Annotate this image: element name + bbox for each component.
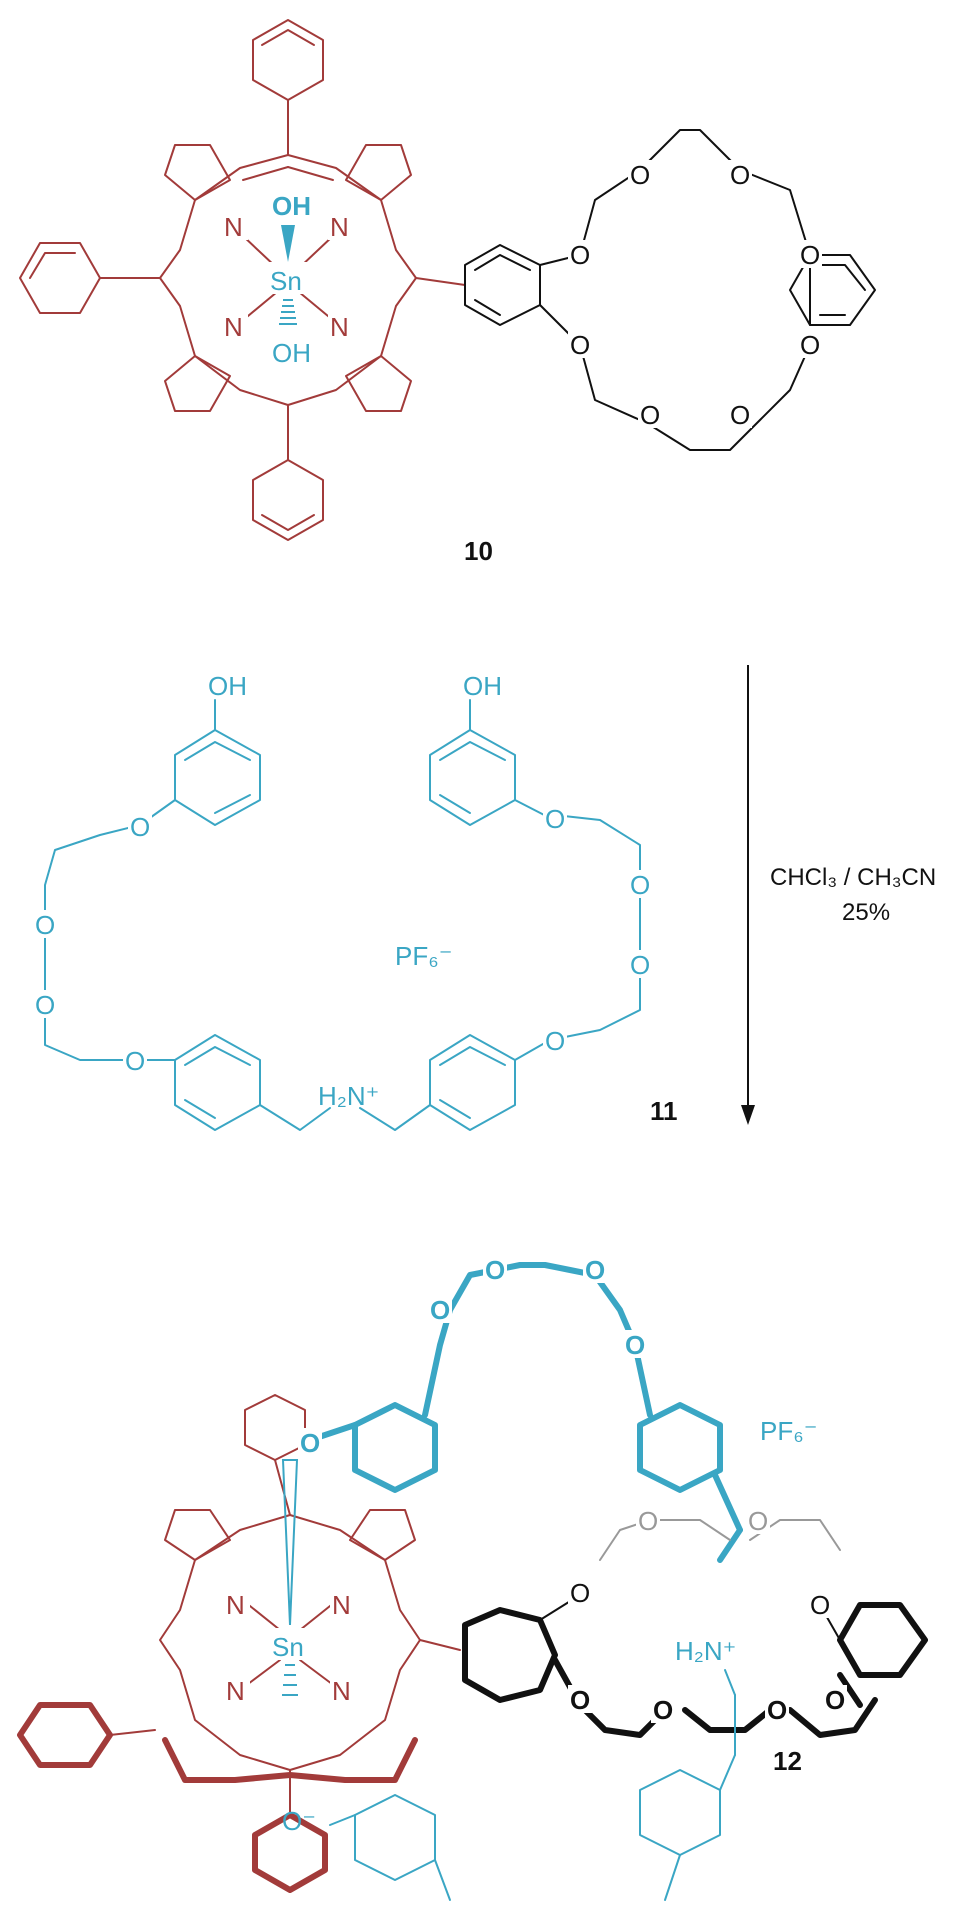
o-atom: O bbox=[653, 1695, 673, 1725]
o-atom: O bbox=[630, 870, 650, 900]
o-atom: O bbox=[35, 910, 55, 940]
o-atom: O bbox=[570, 1578, 590, 1608]
o-atom: O bbox=[810, 1590, 830, 1620]
n-atom: N bbox=[226, 1676, 245, 1706]
n-atom: N bbox=[224, 312, 243, 342]
oh-axial-bottom: OH bbox=[272, 338, 311, 368]
o-atom: O bbox=[640, 400, 660, 430]
sn-atom: Sn bbox=[272, 1632, 304, 1662]
o-atom: O bbox=[748, 1506, 768, 1536]
n-atom: N bbox=[226, 1590, 245, 1620]
n-atom: N bbox=[330, 312, 349, 342]
o-atom: O bbox=[35, 990, 55, 1020]
compound-11 bbox=[44, 699, 641, 1131]
o-atom: O bbox=[585, 1255, 605, 1285]
o-atom: O bbox=[485, 1255, 505, 1285]
oh-group: OH bbox=[208, 671, 247, 701]
o-atom: O bbox=[630, 950, 650, 980]
o-atom: O bbox=[545, 804, 565, 834]
reaction-conditions-solvent: CHCl₃ / CH₃CN bbox=[770, 864, 936, 891]
o-atom: O bbox=[570, 240, 590, 270]
n-atom: N bbox=[332, 1590, 351, 1620]
ammonium-h2n-plus: H₂N⁺ bbox=[675, 1636, 736, 1666]
phenoxide-o-minus: O⁻ bbox=[282, 1806, 316, 1836]
o-atom: O bbox=[625, 1330, 645, 1360]
o-atom: O bbox=[130, 812, 150, 842]
oh-axial-top: OH bbox=[272, 191, 311, 221]
o-atom: O bbox=[825, 1685, 845, 1715]
o-atom: O bbox=[767, 1695, 787, 1725]
o-atom: O bbox=[570, 330, 590, 360]
compound-number-11: 11 bbox=[650, 1096, 678, 1126]
o-atom: O bbox=[545, 1026, 565, 1056]
porphyrin-core-10 bbox=[19, 19, 466, 541]
pf6-anion: PF₆⁻ bbox=[760, 1416, 817, 1446]
compound-number-10: 10 bbox=[464, 536, 493, 566]
pf6-anion: PF₆⁻ bbox=[395, 941, 452, 971]
n-atom: N bbox=[224, 212, 243, 242]
compound-12 bbox=[17, 1262, 928, 1901]
oh-group: OH bbox=[463, 671, 502, 701]
o-atom: O bbox=[570, 1685, 590, 1715]
o-atom: O bbox=[800, 240, 820, 270]
o-atom: O bbox=[630, 160, 650, 190]
compound-10: N N N N Sn OH OH bbox=[19, 19, 876, 566]
o-atom: O bbox=[800, 330, 820, 360]
o-atom: O bbox=[430, 1295, 450, 1325]
ammonium-nh2-plus: H₂N⁺ bbox=[318, 1081, 379, 1111]
reaction-arrow: CHCl₃ / CH₃CN 25% bbox=[741, 665, 936, 1125]
compound-number-12: 12 bbox=[773, 1746, 802, 1776]
n-atom: N bbox=[332, 1676, 351, 1706]
o-atom: O bbox=[300, 1428, 320, 1458]
o-atom: O bbox=[730, 160, 750, 190]
o-atom: O bbox=[125, 1046, 145, 1076]
sn-atom: Sn bbox=[270, 266, 302, 296]
o-atom: O bbox=[638, 1506, 658, 1536]
n-atom: N bbox=[330, 212, 349, 242]
crown-ether-10 bbox=[464, 129, 876, 451]
reaction-conditions-yield: 25% bbox=[842, 899, 890, 926]
o-atom: O bbox=[730, 400, 750, 430]
